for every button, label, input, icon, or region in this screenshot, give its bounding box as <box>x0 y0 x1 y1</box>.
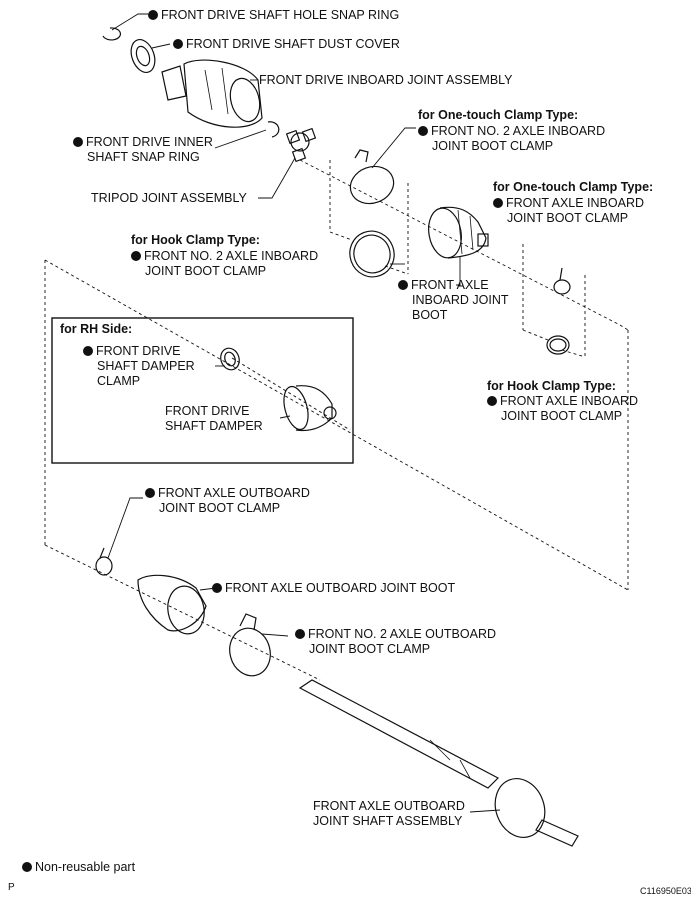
onetouch-heading-2-text: for One-touch Clamp Type: <box>493 180 654 194</box>
dust-cover-label: FRONT DRIVE SHAFT DUST COVER <box>173 37 400 52</box>
non-reusable-mark-icon <box>398 280 408 290</box>
hook-heading-2-text: for Hook Clamp Type: <box>487 379 616 393</box>
damper-part <box>283 385 337 432</box>
dust-cover-part <box>130 38 156 74</box>
non-reusable-mark-icon <box>418 126 428 136</box>
rh-side-box <box>51 317 354 464</box>
snap-ring-part <box>102 27 121 41</box>
tripod-part <box>285 127 317 163</box>
onetouch-heading-1-text: for One-touch Clamp Type: <box>418 108 579 122</box>
inboard-boot-text-3: BOOT <box>412 308 448 322</box>
figure-code: C116950E03 <box>640 886 691 896</box>
dust-cover-text: FRONT DRIVE SHAFT DUST COVER <box>186 37 400 51</box>
hook-inboard-clamp-part <box>546 335 570 355</box>
damper-clamp-part <box>220 347 240 371</box>
onetouch-inboard-clamp-part <box>553 267 571 295</box>
outboard-shaft-text-2: JOINT SHAFT ASSEMBLY <box>313 814 463 828</box>
hook-heading-2: for Hook Clamp Type: <box>487 379 616 394</box>
hook-inboard-label: FRONT AXLE INBOARD <box>487 394 638 409</box>
outboard-boot-label: FRONT AXLE OUTBOARD JOINT BOOT <box>212 581 455 596</box>
hook-inboard-text-2: JOINT BOOT CLAMP <box>501 409 623 423</box>
legend-text: Non-reusable part <box>35 860 136 874</box>
snap-ring-label: FRONT DRIVE SHAFT HOLE SNAP RING <box>148 8 399 23</box>
non-reusable-mark-icon <box>131 251 141 261</box>
no2-inboard-clamp-label: FRONT NO. 2 AXLE INBOARD <box>418 124 605 139</box>
hook-no2-inboard-text-1: FRONT NO. 2 AXLE INBOARD <box>144 249 319 263</box>
no2-outboard-clamp-part <box>229 613 271 677</box>
onetouch-no2-inboard-clamp-part <box>349 149 395 205</box>
outboard-clamp-text-1: FRONT AXLE OUTBOARD <box>158 486 310 500</box>
non-reusable-mark-icon <box>73 137 83 147</box>
page-mark: P <box>8 882 15 893</box>
non-reusable-mark-icon <box>295 629 305 639</box>
non-reusable-mark-icon <box>493 198 503 208</box>
non-reusable-mark-icon <box>148 10 158 20</box>
inboard-boot-part <box>428 206 489 259</box>
assembly-lines <box>44 159 629 681</box>
outboard-boot-part <box>137 574 207 635</box>
onetouch-heading-2: for One-touch Clamp Type: <box>493 180 653 195</box>
no2-inboard-clamp-text-1: FRONT NO. 2 AXLE INBOARD <box>431 124 606 138</box>
inboard-clamp-text-1: FRONT AXLE INBOARD <box>506 196 644 210</box>
no2-outboard-text-2: JOINT BOOT CLAMP <box>309 642 431 656</box>
outboard-clamp-text-2: JOINT BOOT CLAMP <box>159 501 281 515</box>
rh-side-heading: for RH Side: <box>60 322 132 337</box>
non-reusable-mark-icon <box>145 488 155 498</box>
damper-clamp-text-2: SHAFT DAMPER <box>97 359 195 373</box>
outboard-shaft-part <box>298 679 579 847</box>
inboard-joint-label: FRONT DRIVE INBOARD JOINT ASSEMBLY <box>259 73 513 87</box>
non-reusable-mark-icon <box>212 583 222 593</box>
no2-outboard-label: FRONT NO. 2 AXLE OUTBOARD <box>295 627 496 642</box>
inner-snap-ring-text-2: SHAFT SNAP RING <box>87 150 200 164</box>
inboard-clamp-text-2: JOINT BOOT CLAMP <box>507 211 629 225</box>
no2-inboard-clamp-text-2: JOINT BOOT CLAMP <box>432 139 554 153</box>
hook-heading-1-text: for Hook Clamp Type: <box>131 233 260 247</box>
outboard-boot-text: FRONT AXLE OUTBOARD JOINT BOOT <box>225 581 456 595</box>
hook-heading-1: for Hook Clamp Type: <box>131 233 260 248</box>
inner-snap-ring-part <box>267 121 280 138</box>
snap-ring-text: FRONT DRIVE SHAFT HOLE SNAP RING <box>161 8 400 22</box>
inboard-joint-part <box>161 59 263 128</box>
outboard-clamp-label: FRONT AXLE OUTBOARD <box>145 486 310 501</box>
inboard-boot-text-1: FRONT AXLE <box>411 278 489 292</box>
outboard-clamp-part <box>95 547 113 576</box>
inner-snap-ring-text-1: FRONT DRIVE INNER <box>86 135 213 149</box>
onetouch-heading-1: for One-touch Clamp Type: <box>418 108 578 123</box>
non-reusable-mark-icon <box>173 39 183 49</box>
damper-text-2: SHAFT DAMPER <box>165 419 263 433</box>
hook-no2-inboard-text-2: JOINT BOOT CLAMP <box>145 264 267 278</box>
rh-side-heading-text: for RH Side: <box>60 322 133 336</box>
tripod-label: TRIPOD JOINT ASSEMBLY <box>91 191 247 205</box>
damper-text-1: FRONT DRIVE <box>165 404 250 418</box>
inner-snap-ring-label: FRONT DRIVE INNER <box>73 135 213 150</box>
damper-clamp-text-3: CLAMP <box>97 374 141 388</box>
outboard-shaft-text-1: FRONT AXLE OUTBOARD <box>313 799 465 813</box>
non-reusable-mark-icon <box>22 862 32 872</box>
inboard-boot-label: FRONT AXLE <box>398 278 489 293</box>
inboard-boot-text-2: INBOARD JOINT <box>412 293 509 307</box>
damper-clamp-label: FRONT DRIVE <box>83 344 181 359</box>
non-reusable-mark-icon <box>487 396 497 406</box>
hook-no2-inboard-clamp-part <box>349 230 395 278</box>
hook-inboard-text-1: FRONT AXLE INBOARD <box>500 394 638 408</box>
non-reusable-mark-icon <box>83 346 93 356</box>
no2-outboard-text-1: FRONT NO. 2 AXLE OUTBOARD <box>308 627 497 641</box>
legend: Non-reusable part <box>22 860 135 875</box>
inboard-clamp-label: FRONT AXLE INBOARD <box>493 196 644 211</box>
hook-no2-inboard-label: FRONT NO. 2 AXLE INBOARD <box>131 249 318 264</box>
damper-clamp-text-1: FRONT DRIVE <box>96 344 181 358</box>
